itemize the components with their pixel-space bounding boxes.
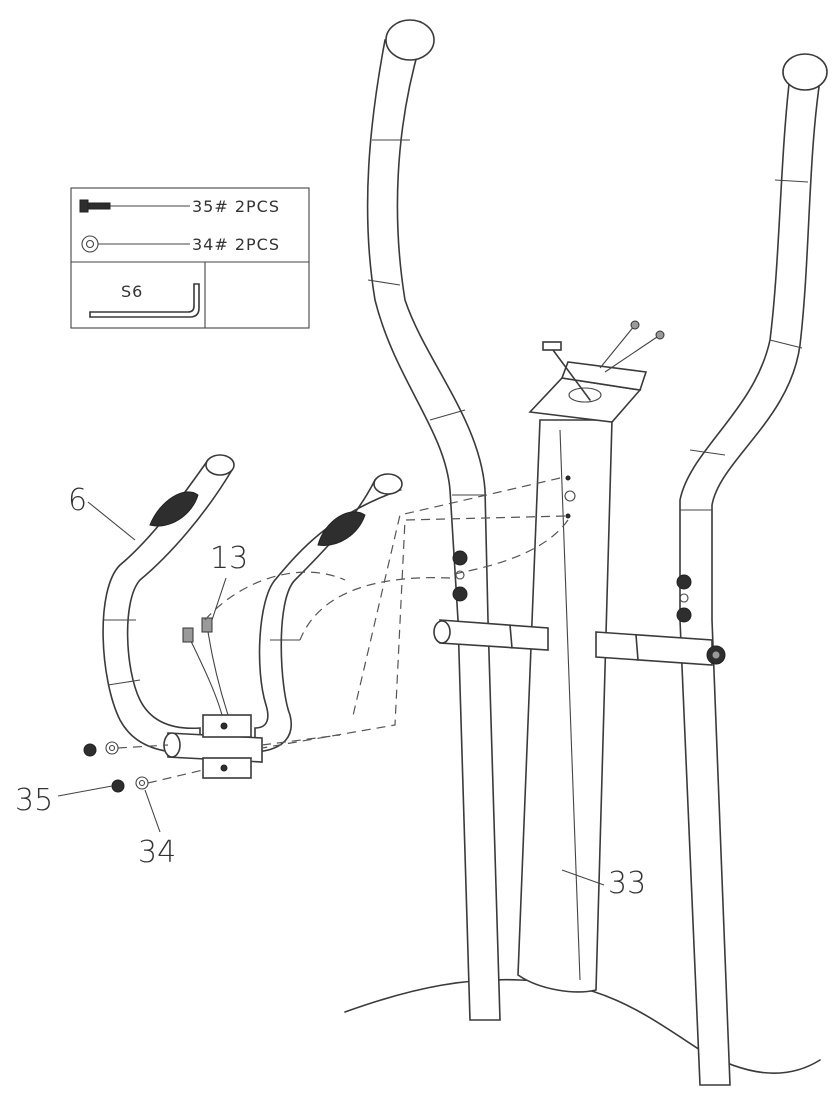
fasteners	[83, 741, 204, 793]
callout-6: 6	[68, 483, 136, 541]
hardware-legend: 35# 2PCS 34# 2PCS S6	[70, 187, 310, 329]
callout-13: 13	[210, 541, 248, 621]
callout-33: 33	[561, 866, 646, 901]
legend-washer-text: 34# 2PCS	[192, 235, 280, 254]
floor-outline	[344, 978, 821, 1074]
washer-icon	[81, 235, 99, 253]
sensor-wires	[182, 617, 229, 716]
right-swing-arm	[676, 53, 828, 1086]
label-bolt: 35	[15, 783, 53, 818]
legend-bolt-text: 35# 2PCS	[192, 197, 280, 216]
label-wire: 13	[210, 541, 248, 576]
left-swing-arm	[366, 19, 501, 1021]
bolt-icon	[79, 199, 111, 213]
callout-34: 34	[138, 789, 176, 870]
allen-key-icon	[89, 283, 200, 318]
front-handlebar	[102, 454, 403, 779]
label-handlebar: 6	[68, 483, 87, 518]
label-washer: 34	[138, 835, 176, 870]
legend-tool-text: S6	[121, 282, 143, 301]
frame-upright	[517, 320, 665, 993]
pivot-axle	[433, 619, 726, 666]
callout-35: 35	[15, 783, 113, 818]
label-frame: 33	[608, 866, 646, 901]
assembly-guide-lines	[204, 477, 569, 749]
